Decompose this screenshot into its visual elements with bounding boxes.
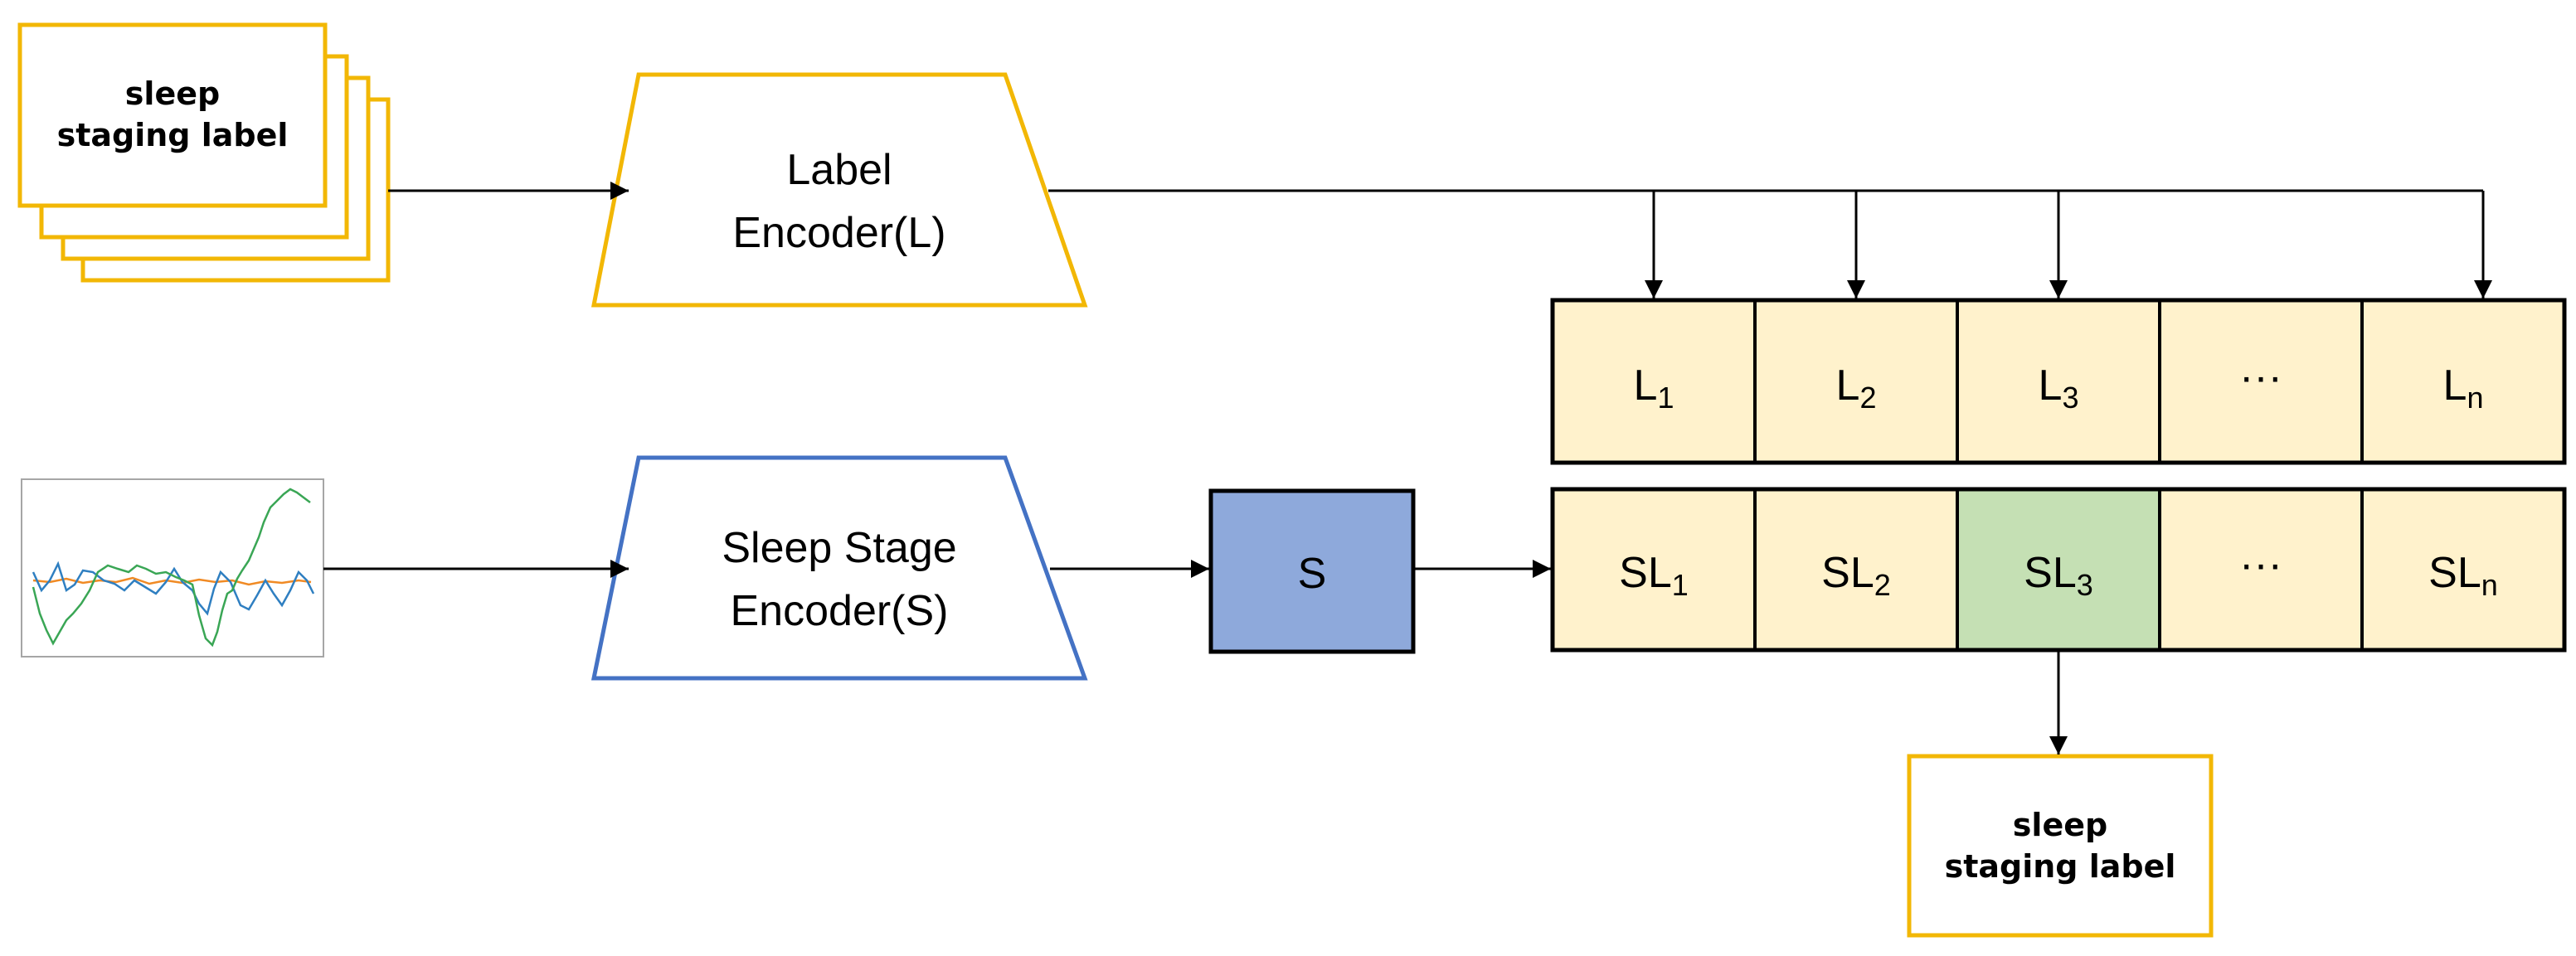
similarity-cell-2: SL2 <box>1821 549 1891 602</box>
sleep-stage-encoder-line1: Sleep Stage <box>722 524 956 572</box>
signal-trace-blue <box>32 560 315 616</box>
output-label-box: sleep staging label <box>1907 754 2214 938</box>
input-label-line2: staging label <box>57 117 289 153</box>
s-block: S <box>1208 488 1416 654</box>
sleep-stage-encoder-shape <box>591 455 1088 681</box>
label-cell-ellipsis: ··· <box>2239 353 2282 401</box>
sleep-stage-encoder: Sleep Stage Encoder(S) <box>591 455 1088 681</box>
input-label-stack: sleep staging label <box>17 22 391 283</box>
output-label-line2: staging label <box>1945 848 2176 885</box>
label-encoder: Label Encoder(L) <box>591 72 1088 308</box>
label-row-frame <box>1550 298 2567 465</box>
similarity-cell-3: SL3 <box>2024 549 2093 602</box>
similarity-row: SL1 SL2 SL3 ··· SLn <box>1550 487 2567 653</box>
output-label-rect <box>1907 754 2214 938</box>
eeg-signal-thumbnail <box>21 478 324 658</box>
similarity-cell-ellipsis: ··· <box>2239 541 2282 589</box>
label-encoder-line2: Encoder(L) <box>732 209 945 257</box>
signal-trace-orange <box>32 576 312 586</box>
label-cell-3: L3 <box>2039 362 2079 415</box>
input-label-line1: sleep <box>125 75 220 112</box>
signal-trace-green <box>32 488 311 648</box>
label-cell-n: Ln <box>2443 362 2484 415</box>
similarity-cell-n: SLn <box>2428 549 2498 602</box>
label-encoder-line1: Label <box>786 146 892 194</box>
label-cell-2: L2 <box>1836 362 1877 415</box>
sleep-stage-encoder-line2: Encoder(S) <box>731 587 949 635</box>
s-block-rect <box>1208 488 1416 654</box>
s-block-label: S <box>1298 550 1327 598</box>
output-label-line1: sleep <box>2013 807 2107 843</box>
connectors <box>323 182 2492 755</box>
label-encoder-shape <box>591 72 1088 308</box>
label-cell-1: L1 <box>1634 362 1674 415</box>
signal-frame <box>21 478 324 658</box>
label-card-front <box>17 22 328 208</box>
label-embedding-row: L1 L2 L3 ··· Ln <box>1550 298 2567 465</box>
similarity-cell-1: SL1 <box>1619 549 1689 602</box>
similarity-cell-highlight <box>1957 489 2160 650</box>
